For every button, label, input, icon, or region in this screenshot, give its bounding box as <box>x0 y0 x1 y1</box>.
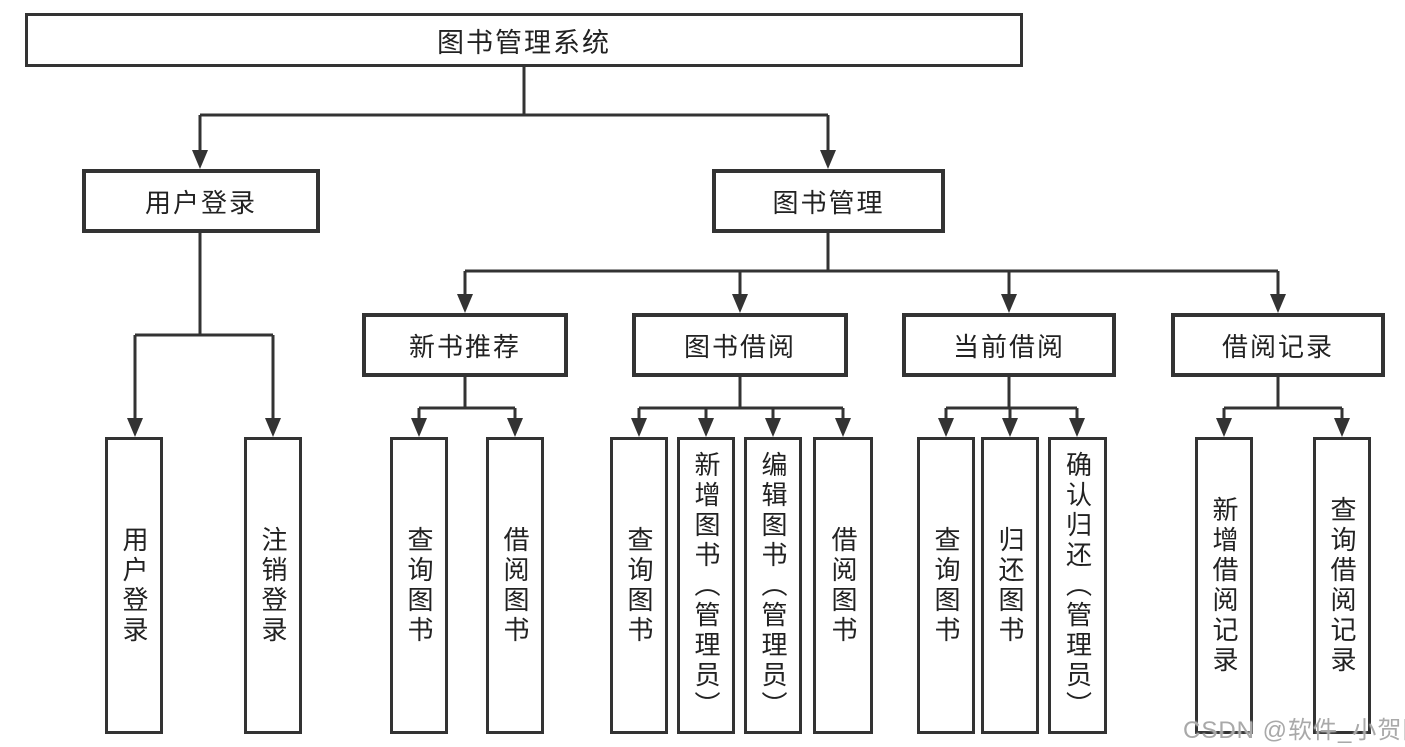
leaf-borrow-books-borrow-label: 借阅图书 <box>828 525 858 646</box>
leaf-query-books-recommend-label: 查询图书 <box>404 525 434 646</box>
leaf-add-book-admin-label: 新增图书（管理员） <box>691 450 721 721</box>
leaf-confirm-return-admin: 确认归还（管理员） <box>1048 437 1107 734</box>
leaf-edit-book-admin: 编辑图书（管理员） <box>744 437 802 734</box>
leaf-return-book: 归还图书 <box>981 437 1039 734</box>
node-borrowing-records: 借阅记录 <box>1171 313 1385 377</box>
leaf-add-book-admin: 新增图书（管理员） <box>677 437 735 734</box>
leaf-confirm-return-admin-label: 确认归还（管理员） <box>1062 450 1093 721</box>
leaf-query-books-recommend: 查询图书 <box>390 437 448 734</box>
connector-segments <box>133 67 1344 421</box>
leaf-logout-label: 注销登录 <box>258 525 288 646</box>
leaf-add-borrow-record: 新增借阅记录 <box>1195 437 1253 734</box>
node-book-borrowing: 图书借阅 <box>632 313 848 377</box>
leaf-query-books-current-label: 查询图书 <box>931 525 961 646</box>
leaf-user-login: 用户登录 <box>105 437 163 734</box>
leaf-add-borrow-record-label: 新增借阅记录 <box>1209 495 1239 676</box>
node-user-login: 用户登录 <box>82 169 320 233</box>
node-book-management: 图书管理 <box>712 169 945 233</box>
leaf-user-login-label: 用户登录 <box>119 525 149 646</box>
leaf-query-books-current: 查询图书 <box>917 437 975 734</box>
node-library-system: 图书管理系统 <box>25 13 1023 67</box>
leaf-logout: 注销登录 <box>244 437 302 734</box>
leaf-borrow-books-recommend: 借阅图书 <box>486 437 544 734</box>
watermark: CSDN @软件_小贺同学 <box>1183 717 1405 744</box>
leaf-query-borrow-record: 查询借阅记录 <box>1313 437 1371 734</box>
leaf-return-book-label: 归还图书 <box>995 525 1025 646</box>
leaf-edit-book-admin-label: 编辑图书（管理员） <box>758 450 788 721</box>
leaf-query-borrow-record-label: 查询借阅记录 <box>1327 495 1357 676</box>
node-new-book-recommendation: 新书推荐 <box>362 313 568 377</box>
leaf-query-books-borrow: 查询图书 <box>610 437 668 734</box>
node-current-borrowing: 当前借阅 <box>902 313 1116 377</box>
leaf-borrow-books-recommend-label: 借阅图书 <box>500 525 530 646</box>
leaf-borrow-books-borrow: 借阅图书 <box>813 437 873 734</box>
leaf-query-books-borrow-label: 查询图书 <box>624 525 654 646</box>
